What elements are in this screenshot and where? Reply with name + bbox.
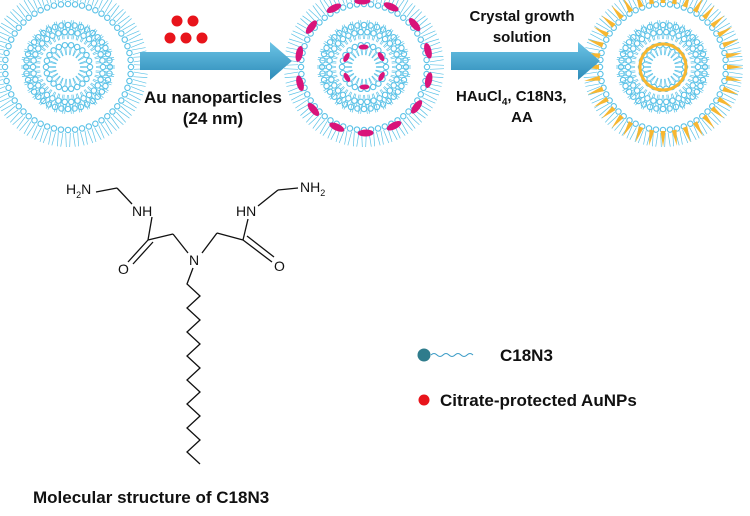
arrow2-label-top-line1: Crystal growth xyxy=(469,8,574,25)
atom-nh-left: NH xyxy=(132,203,152,219)
arrow2-reagents-line1: HAuCl4, C18N3, xyxy=(456,88,567,108)
arrow1-label-line2: (24 nm) xyxy=(183,109,243,128)
c18n3-molecule-structure: H2N NH HN NH2 O O N xyxy=(66,179,325,465)
arrow2-reagents-line2: AA xyxy=(511,109,533,126)
arrow1-label-line1: Au nanoparticles xyxy=(144,88,282,107)
atom-o-left: O xyxy=(118,261,129,277)
legend: C18N3 Citrate-protected AuNPs xyxy=(417,346,637,410)
lipid-icon xyxy=(417,348,474,362)
vesicle-with-au-nanoparticles xyxy=(284,0,444,147)
atom-hn-right: HN xyxy=(236,203,256,219)
atom-nh2-right: NH2 xyxy=(300,179,325,198)
arrow2-label-top-line2: solution xyxy=(493,29,551,46)
vesicle-with-gold-shell xyxy=(583,0,743,147)
legend-label-aunps: Citrate-protected AuNPs xyxy=(440,391,637,410)
legend-label-c18n3: C18N3 xyxy=(500,346,553,365)
red-dot-icon xyxy=(418,394,430,406)
atom-o-right: O xyxy=(274,258,285,274)
molecule-caption: Molecular structure of C18N3 xyxy=(33,488,269,507)
atom-n-center: N xyxy=(189,252,199,268)
atom-h2n-left: H2N xyxy=(66,181,91,200)
arrow-right-icon xyxy=(451,42,600,80)
arrow-right-icon xyxy=(140,42,292,80)
vesicle-plain xyxy=(0,0,148,147)
au-nanoparticles-icon xyxy=(164,15,208,44)
